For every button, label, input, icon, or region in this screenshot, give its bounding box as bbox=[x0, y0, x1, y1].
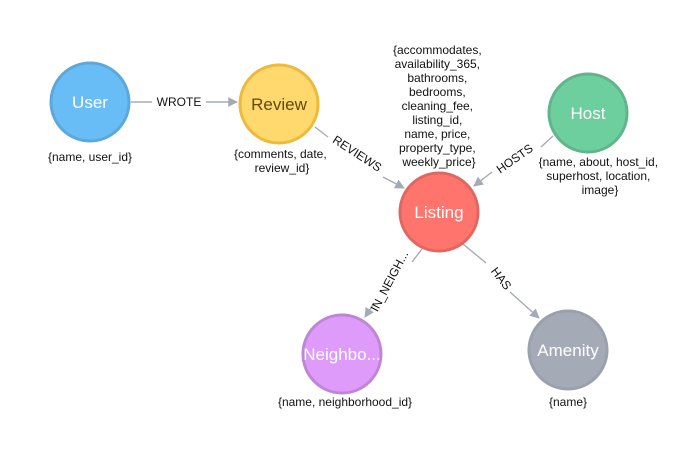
node-user-circle bbox=[49, 61, 131, 143]
amenity-prop-line: {name} bbox=[549, 395, 587, 409]
listing-properties: {accommodates, availability_365, bathroo… bbox=[393, 43, 485, 169]
node-user[interactable]: User bbox=[49, 61, 131, 143]
edge-label-wrote: WROTE bbox=[157, 95, 202, 109]
edge-wrote[interactable]: WROTE bbox=[131, 95, 238, 109]
node-review[interactable]: Review bbox=[238, 63, 320, 145]
review-prop-line: review_id} bbox=[255, 161, 310, 175]
listing-prop-line: bathrooms, bbox=[407, 71, 467, 85]
node-amenity-circle bbox=[527, 309, 609, 391]
host-prop-line: {name, about, host_id, bbox=[539, 155, 658, 169]
host-properties: {name, about, host_id, superhost, locati… bbox=[539, 155, 662, 197]
node-amenity-label: Amenity bbox=[537, 341, 599, 360]
listing-prop-line: listing_id, bbox=[412, 113, 462, 127]
listing-prop-line: weekly_price} bbox=[401, 155, 475, 169]
node-neighborhood[interactable]: Neighbo... bbox=[301, 313, 383, 395]
node-listing-circle bbox=[398, 171, 480, 253]
node-amenity[interactable]: Amenity bbox=[527, 309, 609, 391]
listing-prop-line: cleaning_fee, bbox=[402, 99, 473, 113]
listing-prop-line: property_type, bbox=[399, 141, 476, 155]
listing-prop-line: bedrooms, bbox=[409, 85, 466, 99]
host-prop-line: superhost, location, bbox=[546, 169, 650, 183]
node-listing[interactable]: Listing bbox=[398, 171, 480, 253]
review-prop-line: {comments, date, bbox=[234, 147, 327, 161]
node-neighborhood-circle bbox=[301, 313, 383, 395]
edge-label-reviews: REVIEWS bbox=[330, 133, 384, 175]
listing-prop-line: availability_365, bbox=[395, 57, 480, 71]
node-host-label: Host bbox=[571, 104, 606, 123]
user-properties: {name, user_id} bbox=[48, 150, 132, 164]
listing-prop-line: {accommodates, bbox=[393, 43, 482, 57]
review-properties: {comments, date, review_id} bbox=[234, 147, 330, 175]
neighborhood-properties: {name, neighborhood_id} bbox=[278, 395, 412, 409]
node-user-label: User bbox=[72, 93, 108, 112]
node-review-circle bbox=[238, 63, 320, 145]
edge-label-has: HAS bbox=[488, 265, 514, 293]
node-neighborhood-label: Neighbo... bbox=[303, 345, 381, 364]
host-prop-line: image} bbox=[582, 183, 619, 197]
amenity-properties: {name} bbox=[549, 395, 587, 409]
node-review-label: Review bbox=[251, 95, 307, 114]
listing-prop-line: name, price, bbox=[404, 127, 470, 141]
node-host-circle bbox=[547, 72, 629, 154]
node-host[interactable]: Host bbox=[547, 72, 629, 154]
node-listing-label: Listing bbox=[414, 203, 463, 222]
edge-in-neighborhood[interactable]: IN_NEIGH... bbox=[364, 248, 423, 318]
neighborhood-prop-line: {name, neighborhood_id} bbox=[278, 395, 412, 409]
edge-label-hosts: HOSTS bbox=[494, 141, 536, 176]
edge-has[interactable]: HAS bbox=[462, 243, 540, 319]
user-prop-line: {name, user_id} bbox=[48, 150, 132, 164]
edge-label-in-neighborhood: IN_NEIGH... bbox=[368, 248, 412, 313]
